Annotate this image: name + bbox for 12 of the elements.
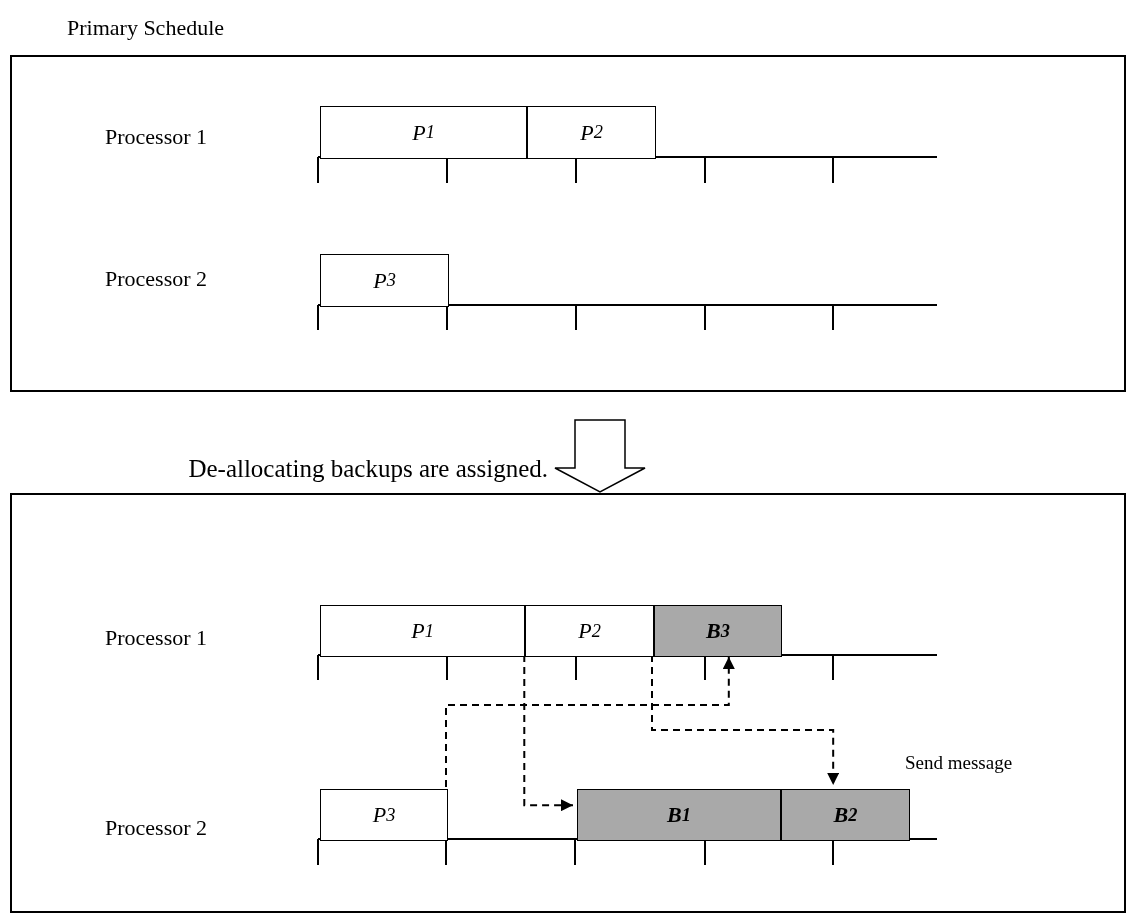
message-arrow bbox=[651, 654, 840, 786]
processor-label: Processor 1 bbox=[105, 124, 208, 150]
processor-label: Processor 2 bbox=[105, 815, 208, 841]
edge-label: De-allocating backups are assigned. bbox=[188, 455, 548, 483]
annotation-text: Send message bbox=[905, 752, 1013, 774]
panel-title: Primary Schedule bbox=[67, 15, 225, 41]
processor-label: Processor 1 bbox=[105, 625, 208, 651]
message-arrow bbox=[523, 654, 574, 812]
processor-label: Processor 2 bbox=[105, 266, 208, 292]
panel-frame bbox=[10, 493, 1126, 913]
message-arrow bbox=[445, 656, 735, 788]
block-arrow bbox=[554, 419, 646, 493]
